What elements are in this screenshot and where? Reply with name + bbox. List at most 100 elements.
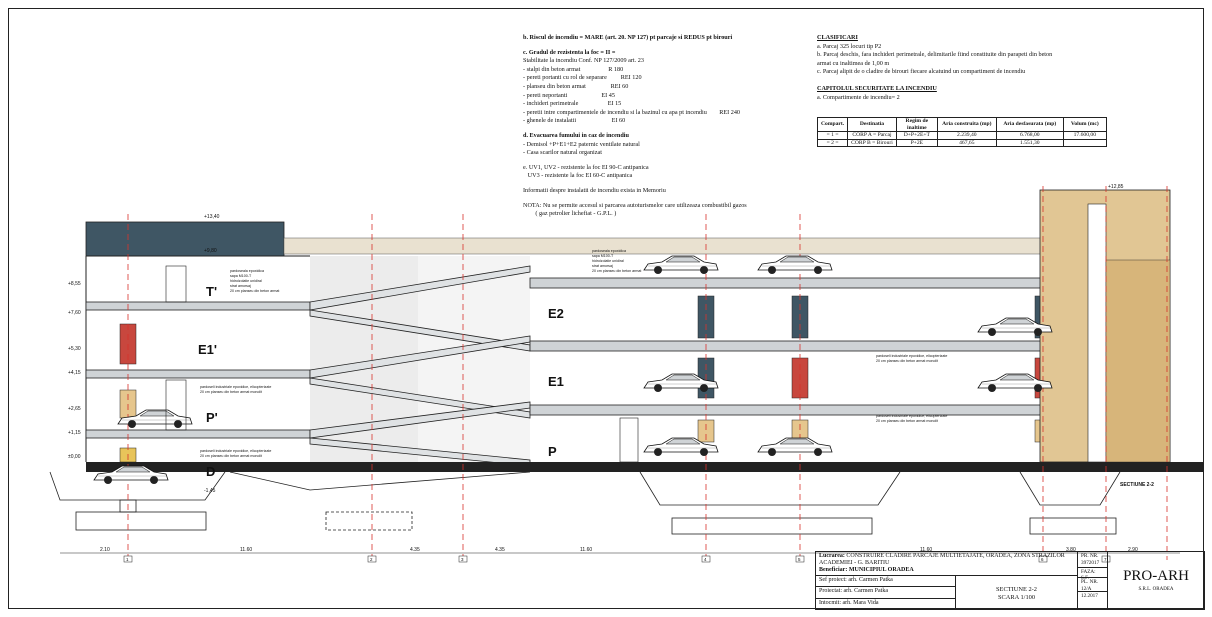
classification-item: c. Parcaj alipit de o cladire de birouri… — [817, 68, 1026, 76]
floor-label: T' — [206, 284, 217, 299]
note-item: - peretii intre compartimentele de incen… — [523, 108, 741, 116]
table-header: Regim de inaltime — [895, 116, 938, 133]
beneficiary-label: Beneficiar: — [819, 567, 848, 573]
note-item: - Casa scarilor natural organizat — [523, 149, 602, 157]
note-fire-resistance: c. Gradul de rezistenta la foc = II = — [523, 48, 616, 56]
classification-item: armat cu inaltimea de 1,00 m — [817, 59, 890, 67]
note-warning: ( gaz petrolier lichefiat - G.P.L. ) — [523, 210, 617, 218]
annotation: pardoseala epoxidica — [592, 249, 626, 253]
axis-mark: 7 — [1104, 557, 1107, 562]
note-stability: Stabilitate la incendiu Conf. NP 127/200… — [523, 57, 644, 65]
dimension: 2.10 — [100, 547, 110, 553]
table-header: Compart. — [816, 116, 849, 133]
floor-label: E1' — [198, 342, 217, 357]
note-risk: b. Riscul de incendiu = MARE (art. 20. N… — [523, 34, 733, 41]
elevation-mark: +2,65 — [68, 406, 81, 412]
elevation-mark: +4,15 — [68, 370, 81, 376]
classifications-title: CLASIFICARI — [817, 34, 858, 41]
annotation: pardoseli industriale epoxidice, elicopt… — [876, 414, 947, 418]
classification-item: a. Parcaj 325 locuri tip P2 — [817, 42, 882, 50]
dimension: 2.90 — [1128, 547, 1138, 553]
annotation: 20 cm planseu din beton armat — [592, 269, 641, 273]
floor-label: D — [206, 464, 215, 479]
table-header: Volum (mc) — [1062, 116, 1107, 133]
section-label: SECTIUNE 2-2 — [1120, 482, 1154, 488]
note-item: - stalpi din beton armat R 180 — [523, 65, 624, 73]
floor-label: P — [548, 444, 557, 459]
annotation: pardoseli industriale epoxidice, elicopt… — [876, 354, 947, 358]
axis-mark: 5 — [798, 557, 801, 562]
project-cell: Lucrarea: CONSTRUIRE CLADIRE PARCAJE MUL… — [816, 552, 1078, 576]
table-header: Aria desfasurata (mp) — [995, 116, 1064, 133]
annotation: strat amorsaj — [592, 264, 613, 268]
security-title: CAPITOLUL SECURITATE LA INCENDIU — [817, 84, 937, 92]
dimension: 3.80 — [1066, 547, 1076, 553]
annotation: 20 cm planseu din beton armat monolit — [876, 359, 938, 363]
classifications: CLASIFICARI a. Parcaj 325 locuri tip P2 … — [817, 34, 1107, 102]
note-item: - planseu din beton armat REI 60 — [523, 82, 629, 90]
elevation-mark: +1,15 — [68, 430, 81, 436]
annotation: 20 cm planseu din beton armat monolit — [200, 390, 262, 394]
sheet-number: PL. NR. 12/A — [1078, 578, 1108, 592]
note-warning: NOTA: Nu se permite accesul si parcarea … — [523, 201, 747, 209]
project-number: PR. NR. 3972017 — [1078, 552, 1108, 568]
beneficiary-name: MUNICIPIUL ORADEA — [848, 567, 914, 573]
annotation: pardoseli industriale epoxidice, elicopt… — [200, 385, 271, 389]
annotation: strat amorsaj — [230, 284, 251, 288]
car-icon — [757, 437, 833, 457]
fire-notes: b. Riscul de incendiu = MARE (art. 20. N… — [523, 34, 747, 219]
annotation: pardoseli industriale epoxidice, elicopt… — [200, 449, 271, 453]
dimension: 11.60 — [920, 547, 932, 553]
annotation: hidroizolatie unidiral — [592, 259, 624, 263]
table-cell: = 2 = — [816, 138, 849, 148]
title-block: Lucrarea: CONSTRUIRE CLADIRE PARCAJE MUL… — [815, 551, 1205, 610]
designer: Proiectat: arh. Carmen Patka — [816, 587, 956, 599]
drawing-title-cell: SECTIUNE 2-2 SCARA 1/100 — [956, 576, 1078, 610]
axis-mark: 3 — [461, 557, 464, 562]
brand-sub: S.R.L. ORADEA — [1138, 587, 1174, 592]
ground-slab — [86, 462, 1204, 472]
brand-cell: PRO-ARH S.R.L. ORADEA — [1108, 552, 1205, 610]
dimension: 11.60 — [240, 547, 252, 553]
elevation-mark: +12,85 — [1108, 184, 1124, 190]
drawing-scale: SCARA 1/100 — [997, 594, 1036, 601]
elevation-mark: -1,45 — [204, 488, 216, 494]
note-doors: UV3 - rezistente la foc EI 60-C antipani… — [523, 172, 633, 180]
dimension: 4.35 — [495, 547, 505, 553]
elevation-mark: +13,40 — [204, 214, 220, 220]
phase: FAZA: S.F. — [1078, 568, 1108, 581]
drawing-title: SECTIUNE 2-2 — [995, 586, 1037, 593]
project-label: Lucrarea: — [819, 553, 845, 559]
axis-mark: 6 — [1041, 557, 1044, 562]
security-sub: a. Compartimente de incendiu= 2 — [817, 93, 900, 101]
floor-label: P' — [206, 410, 218, 425]
dimension: 11.60 — [580, 547, 592, 553]
axis-mark: 4 — [704, 557, 707, 562]
project-name: CONSTRUIRE CLADIRE PARCAJE MULTIETAJATE,… — [819, 553, 1065, 566]
note-doors: e. UV1, UV2 - rezistente la foc EI 90-C … — [523, 163, 649, 171]
date: 12.2017 — [1078, 592, 1108, 610]
table-cell — [1062, 138, 1107, 148]
axis-mark: 1 — [126, 557, 129, 562]
dimension: 4.35 — [410, 547, 420, 553]
roof-block — [85, 221, 285, 257]
floor-label: E1 — [548, 374, 564, 389]
sheet-frame — [8, 8, 1204, 609]
car-icon — [643, 255, 719, 275]
chief-architect: Sef proiect: arh. Carmen Patka — [816, 576, 956, 587]
note-item: - pereti portanti cu rol de separare REI… — [523, 74, 642, 82]
note-item: - pereti neportanti EI 45 — [523, 91, 615, 99]
table-row: = 2 = CORP B = Birouri P+2E 467,65 1.551… — [816, 138, 1107, 148]
annotation: pardoseala epoxidica — [230, 269, 264, 273]
note-item: - inchideri perimetrale EI 15 — [523, 100, 622, 108]
elevation-mark: +5,30 — [68, 346, 81, 352]
ramp-zone — [418, 256, 530, 462]
compartments-table: Compart. Destinatia Regim de inaltime Ar… — [816, 116, 1107, 148]
annotation: hidroizolatie unidiral — [230, 279, 262, 283]
elevation-mark: ±0,00 — [68, 454, 81, 460]
annotation: 20 cm planseu din beton armat monolit — [876, 419, 938, 423]
axis-mark: 2 — [370, 557, 373, 562]
annotation: sapa M100-T — [230, 274, 252, 278]
